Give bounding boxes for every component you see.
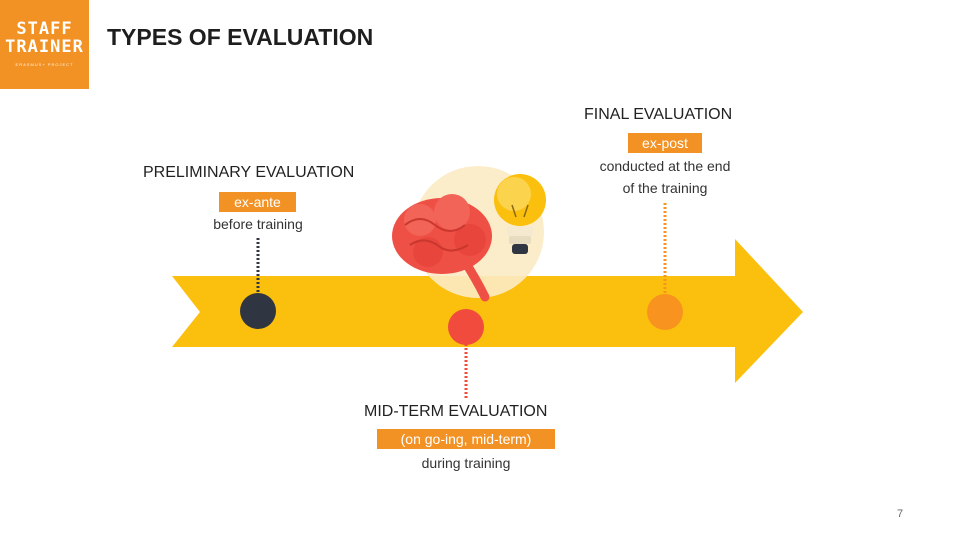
final-desc-line-2: of the training	[575, 177, 755, 199]
final-desc-line-1: conducted at the end	[575, 155, 755, 177]
final-tag: ex-post	[628, 133, 702, 153]
final-desc: conducted at the end of the training	[575, 155, 755, 199]
page-number: 7	[897, 508, 903, 520]
midterm-desc: during training	[386, 452, 546, 474]
preliminary-marker	[240, 293, 276, 329]
final-heading: FINAL EVALUATION	[584, 106, 732, 124]
midterm-tag: (on go-ing, mid-term)	[377, 429, 555, 449]
preliminary-tag: ex-ante	[219, 192, 296, 212]
final-marker	[647, 294, 683, 330]
midterm-heading: MID-TERM EVALUATION	[364, 403, 547, 421]
midterm-marker	[448, 309, 484, 345]
preliminary-desc: before training	[190, 213, 326, 235]
preliminary-heading: PRELIMINARY EVALUATION	[143, 164, 354, 182]
